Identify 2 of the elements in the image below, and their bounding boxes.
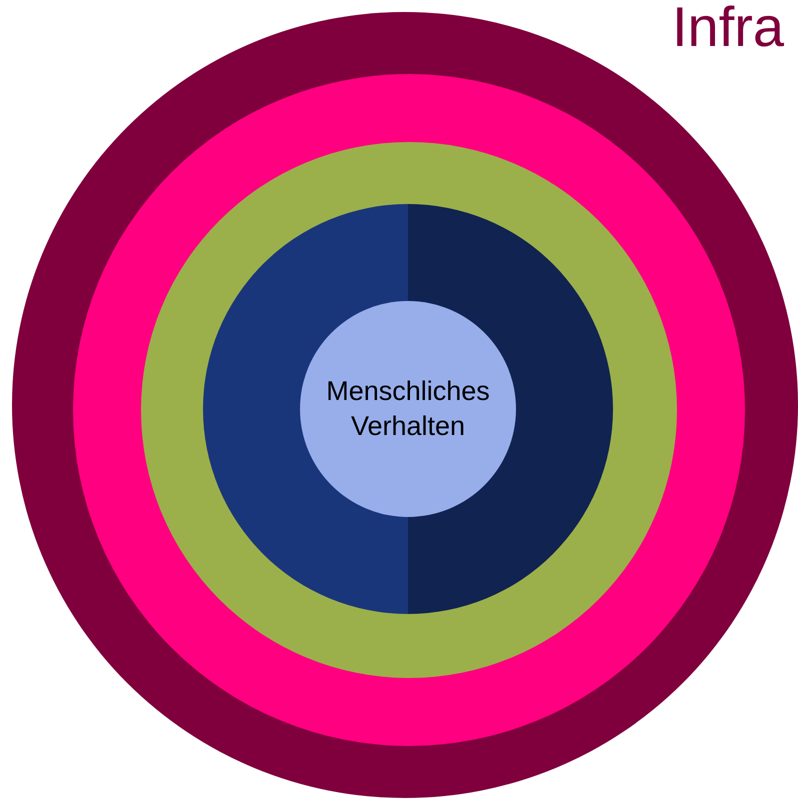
heading-text: Infra	[672, 0, 784, 59]
node-label: Menschliches Verhalten	[325, 374, 491, 443]
